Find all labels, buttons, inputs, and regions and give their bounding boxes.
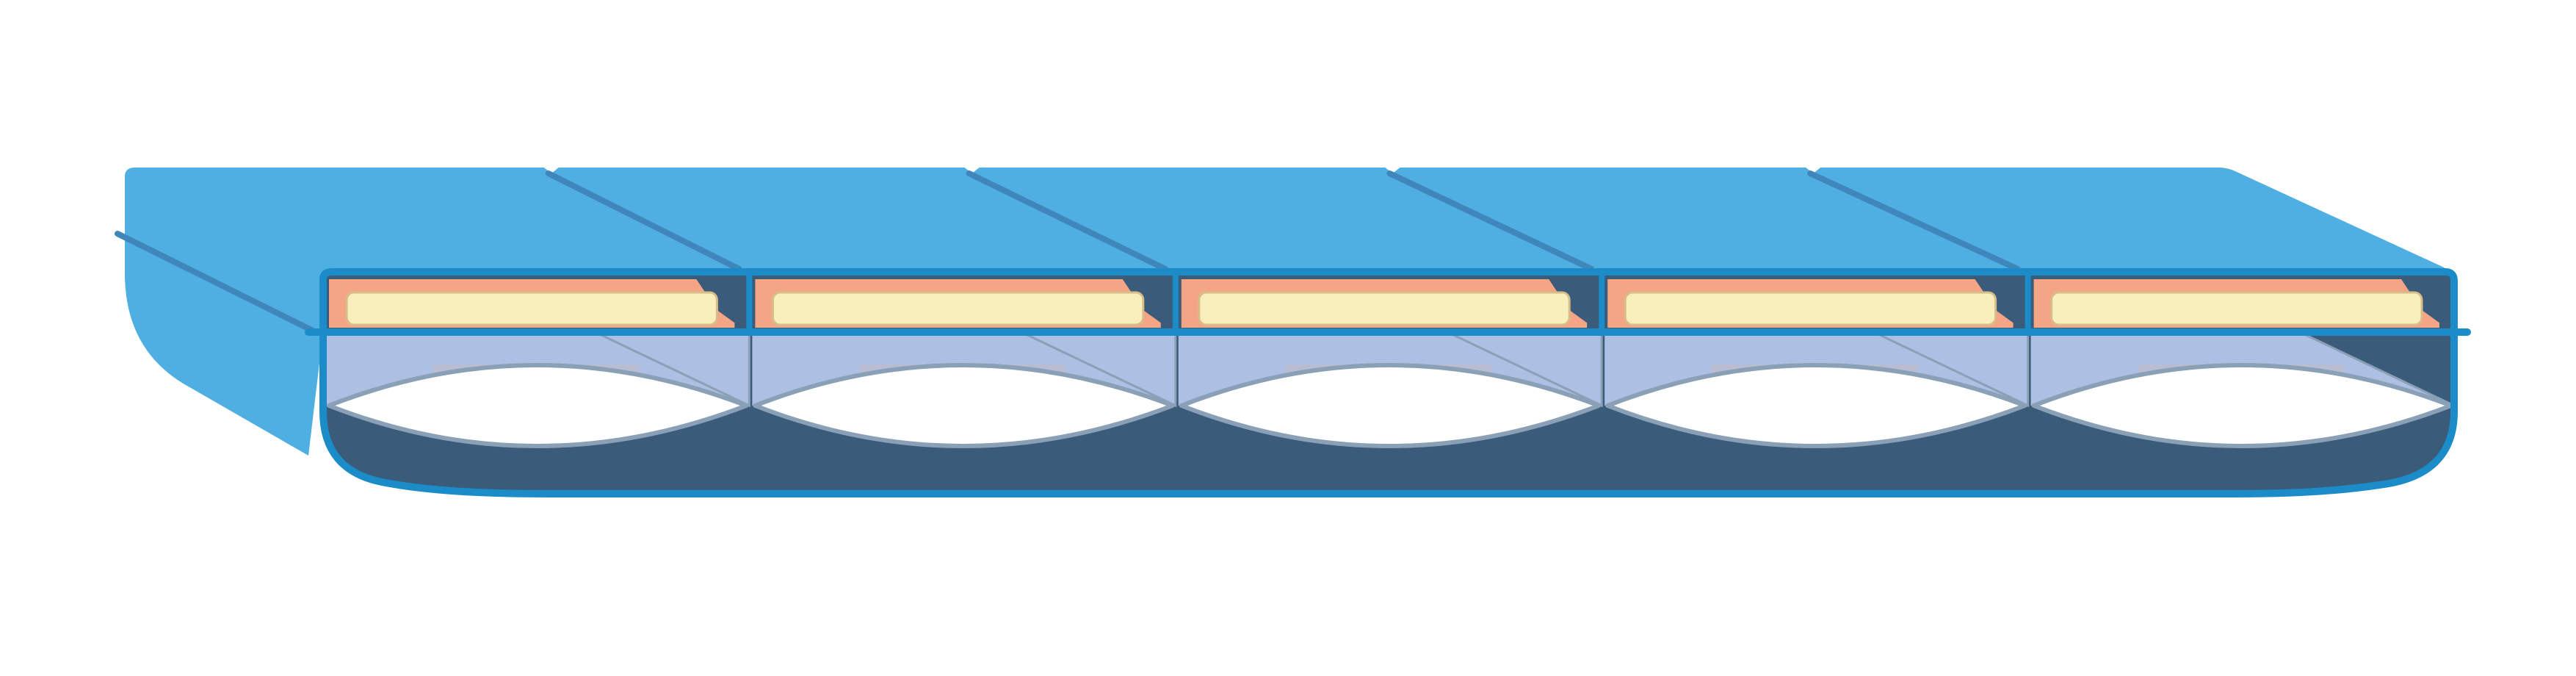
segment-pillow <box>327 363 749 448</box>
segment-pillow <box>1605 363 2027 448</box>
left-fold-line <box>115 231 319 335</box>
cushion-segments <box>323 272 2456 494</box>
top-fold-line <box>966 170 1168 272</box>
top-fold-line <box>1807 170 2021 272</box>
top-slab-notch <box>964 168 980 173</box>
segment-pillow <box>1179 363 1602 448</box>
top-slab-notch <box>1385 168 1400 173</box>
segment-pad-cream <box>1624 291 1997 326</box>
segment-pad-cream <box>345 291 718 326</box>
cushion-outline <box>319 268 2458 497</box>
segment-pad-cream <box>2050 291 2423 326</box>
segment-pad-cream <box>771 291 1145 326</box>
top-fold-line <box>545 170 742 272</box>
segment-pad-cream <box>1198 291 1571 326</box>
cushion-front-layer <box>305 268 2471 497</box>
top-fold-line <box>1386 170 1595 272</box>
top-slab-notch <box>1806 168 1821 173</box>
segment-pillow <box>753 363 1175 448</box>
top-slab-notch <box>543 168 559 173</box>
